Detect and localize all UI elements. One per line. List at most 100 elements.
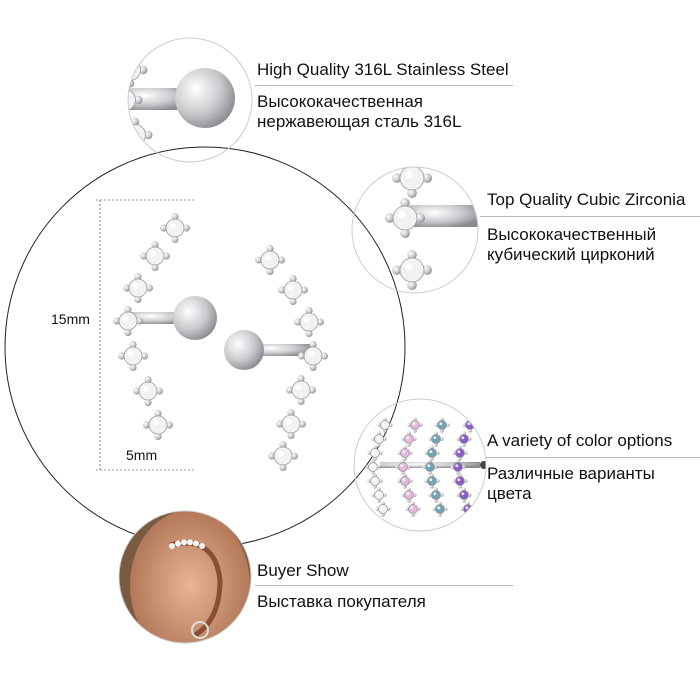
gem	[392, 205, 418, 231]
zirconia-stone	[422, 459, 438, 475]
gem-highlight	[307, 350, 314, 357]
gem	[128, 278, 148, 298]
gem	[400, 476, 410, 486]
prong	[140, 252, 148, 260]
prong	[309, 341, 317, 349]
gem	[400, 448, 410, 458]
gem	[128, 59, 141, 81]
prong	[407, 250, 417, 260]
zirconia-stone	[365, 459, 381, 475]
gem	[128, 89, 136, 111]
gem-highlight	[287, 284, 294, 291]
zirconia-stone	[367, 473, 383, 489]
detail-circle-outline	[118, 510, 252, 644]
gem-highlight	[433, 492, 437, 496]
zirconia-stone	[392, 250, 433, 291]
zirconia-stone	[428, 431, 444, 447]
gem-highlight	[372, 478, 376, 482]
prong	[297, 375, 305, 383]
prong	[309, 363, 317, 371]
gem	[408, 504, 418, 514]
divider	[480, 216, 700, 217]
zirconia-stone	[108, 82, 143, 118]
prong	[255, 256, 263, 264]
gem-highlight	[128, 128, 136, 136]
feature-buyer-title: Buyer Show	[257, 561, 349, 580]
prong	[268, 452, 276, 460]
gem-highlight	[380, 506, 384, 510]
gem-highlight	[429, 450, 433, 454]
gem-highlight	[152, 419, 159, 426]
divider	[255, 85, 513, 86]
gem-highlight	[285, 418, 292, 425]
zirconia-stone	[276, 409, 306, 439]
gem-highlight	[370, 464, 374, 468]
gem-highlight	[122, 315, 129, 322]
gem	[303, 346, 323, 366]
prong	[400, 228, 410, 238]
gem-highlight	[406, 492, 410, 496]
prong	[154, 410, 162, 418]
gem	[455, 476, 465, 486]
gem-highlight	[397, 210, 406, 219]
gem-highlight	[372, 450, 376, 454]
zirconia-stone	[392, 167, 433, 198]
zirconia-stone	[456, 431, 472, 447]
gem	[404, 434, 414, 444]
prong	[139, 65, 148, 75]
prong	[407, 167, 417, 168]
prong	[144, 398, 152, 406]
prong	[133, 387, 141, 395]
prong	[171, 213, 179, 221]
zirconia-stone	[432, 501, 448, 517]
gem	[123, 346, 143, 366]
zirconia-stone	[140, 241, 170, 271]
feature-steel-subtitle-2: нержавеющая сталь 316L	[257, 112, 462, 131]
earring-ball	[175, 68, 235, 128]
prong	[144, 376, 152, 384]
gem	[138, 381, 158, 401]
prong	[134, 95, 143, 105]
prong	[154, 432, 162, 440]
prong	[287, 431, 295, 439]
prong	[407, 280, 417, 291]
prong	[128, 109, 130, 118]
width-dimension-label: 5mm	[126, 447, 158, 463]
gem	[455, 448, 465, 458]
feature-zirconia-title: Top Quality Cubic Zirconia	[487, 190, 686, 209]
zirconia-stone	[371, 487, 387, 503]
gem-highlight	[400, 464, 404, 468]
prong	[151, 263, 159, 271]
gem-highlight	[149, 250, 156, 257]
gem-highlight	[295, 384, 302, 391]
zirconia-stone	[407, 417, 423, 433]
prong	[471, 507, 476, 511]
earring-ball	[480, 461, 486, 469]
prong	[134, 273, 142, 281]
zirconia-stone	[128, 52, 148, 88]
earring-bar	[128, 88, 190, 110]
zirconia-stone	[160, 213, 190, 243]
gem	[410, 420, 420, 430]
prong	[466, 512, 470, 517]
gem	[399, 167, 425, 191]
zirconia-detail-circle	[385, 167, 478, 291]
gem	[374, 490, 384, 500]
gem-highlight	[376, 492, 380, 496]
gem	[427, 476, 437, 486]
zirconia-stone	[377, 417, 393, 433]
prong	[160, 224, 168, 232]
feature-steel-title: High Quality 316L Stainless Steel	[257, 60, 509, 79]
divider	[255, 585, 513, 586]
prong	[407, 188, 417, 198]
gem-highlight	[119, 94, 126, 101]
earring-ball	[173, 296, 217, 340]
prong	[143, 421, 151, 429]
gem-highlight	[461, 492, 465, 496]
gem-highlight	[169, 222, 176, 229]
prong	[155, 387, 163, 395]
worn-earring-stone	[199, 543, 205, 549]
prong	[108, 96, 116, 104]
prong	[266, 245, 274, 253]
